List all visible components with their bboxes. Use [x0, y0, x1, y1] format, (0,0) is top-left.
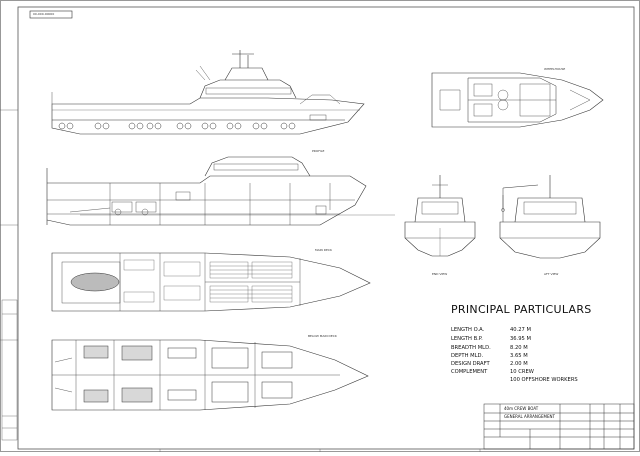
principal-particulars-title: PRINCIPAL PARTICULARS	[451, 303, 592, 316]
machinery	[111, 191, 327, 216]
particular-label: LENGTH B.P.	[451, 336, 483, 342]
particular-label: DEPTH MLD.	[451, 353, 484, 359]
drawing-number-box	[29, 10, 73, 19]
particular-row: LENGTH O.A. 40.27 M	[451, 327, 601, 335]
particular-row: LENGTH B.P. 36.95 M	[451, 336, 601, 344]
particular-row: 100 OFFSHORE WORKERS	[451, 377, 601, 385]
particular-label: BREADTH MLD.	[451, 345, 491, 351]
particular-value: 40.27 M	[510, 327, 531, 333]
particular-row: BREADTH MLD. 8.20 M	[451, 345, 601, 353]
main-deck-plan	[51, 252, 371, 312]
project-name: 40m CREW BOAT	[504, 406, 539, 411]
engine-room-equipment	[83, 345, 293, 403]
inboard-profile-view	[46, 156, 395, 226]
passenger-seats	[123, 259, 293, 303]
particular-value: 10 CREW	[510, 369, 534, 375]
particular-value: 36.95 M	[510, 336, 531, 342]
fenders	[58, 122, 296, 130]
particular-label: COMPLEMENT	[451, 369, 488, 375]
particular-label: LENGTH O.A.	[451, 327, 485, 333]
end-view-label: END VIEW	[432, 272, 448, 276]
particular-value: 2.00 M	[510, 361, 528, 367]
particular-row: DEPTH MLD. 3.65 M	[451, 353, 601, 361]
particular-row: COMPLEMENT 10 CREW	[451, 369, 601, 377]
particular-value: 8.20 M	[510, 345, 528, 351]
end-view	[404, 175, 476, 257]
drawing-number: 00-000-00000	[33, 12, 55, 16]
below-main-deck-label: BELOW MAIN DECK	[308, 334, 337, 338]
wheelhouse-label: WHEELHOUSE	[544, 67, 566, 71]
wheelhouse-plan	[431, 72, 604, 128]
profile-label: PROFILE	[312, 149, 325, 153]
particular-row: DESIGN DRAFT 2.00 M	[451, 361, 601, 369]
particular-value: 100 OFFSHORE WORKERS	[510, 377, 578, 383]
particular-label: DESIGN DRAFT	[451, 361, 490, 367]
below-main-deck-plan	[51, 339, 369, 411]
drawing-title: GENERAL ARRANGEMENT	[504, 414, 555, 419]
title-block	[483, 403, 635, 450]
main-deck-label: MAIN DECK	[315, 248, 332, 252]
outboard-profile-view	[51, 50, 365, 135]
aft-view	[499, 175, 601, 259]
aft-view-label: AFT VIEW	[544, 272, 559, 276]
particular-value: 3.65 M	[510, 353, 528, 359]
